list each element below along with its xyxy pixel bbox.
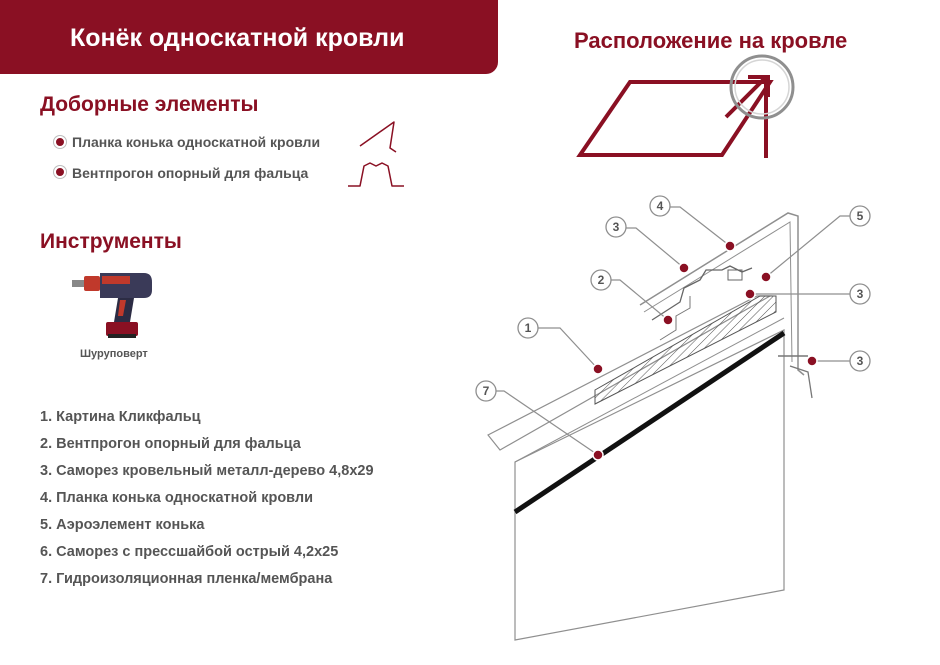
callout-3a: 3 [605,216,627,238]
additional-item-ridge-strip: Планка конька односкатной кровли [72,134,321,150]
membrane-line [513,330,786,515]
ridge-strip-profile-icon [359,121,397,153]
callout-2-label: 2 [598,273,605,287]
legend-item: 3. Саморез кровельный металл-дерево 4,8x… [40,463,374,479]
anchor-dot-3b [744,288,756,300]
legend-item: 5. Аэроэлемент конька [40,517,205,533]
anchor-dot-3a [678,262,690,274]
callout-3c-label: 3 [857,354,864,368]
magnifier-circle [729,54,795,120]
anchor-dot-3c [806,355,818,367]
tool-label-screwdriver: Шуруповерт [80,348,148,360]
hatched-purlin [594,295,777,405]
callout-4: 4 [649,195,671,217]
legend-item: 1. Картина Кликфальц [40,409,201,425]
legend-list: 1. Картина Кликфальц 2. Вентпрогон опорн… [40,408,374,597]
callout-3b-label: 3 [857,287,864,301]
vent-purlin-profile-icon [348,162,404,187]
legend-item: 6. Саморез с прессшайбой острый 4,2x25 [40,544,339,560]
legend-item: 4. Планка конька односкатной кровли [40,490,314,506]
additional-elements-title: Доборные элементы [40,93,259,116]
callout-5: 5 [849,205,871,227]
anchor-dot-5 [760,271,772,283]
location-title: Расположение на кровле [574,28,848,53]
anchor-dot-7 [592,449,604,461]
callout-4-label: 4 [657,199,664,213]
callout-3a-label: 3 [613,220,620,234]
roof-location-sketch [576,54,795,158]
additional-item-vent-purlin: Вентпрогон опорный для фальца [72,165,309,181]
callout-7-label: 7 [483,384,490,398]
ridge-strip [639,212,805,376]
callout-5-label: 5 [857,209,864,223]
wall-panel [514,329,785,641]
anchor-dot-1 [592,363,604,375]
screwdriver-drill-icon [72,273,152,338]
legend-item: 7. Гидроизоляционная пленка/мембрана [40,571,333,587]
tools-title: Инструменты [40,230,182,253]
roof-outline [576,80,774,157]
bullet-dot [54,166,66,178]
page-title: Конёк односкатной кровли [70,24,405,52]
header-bar: Конёк односкатной кровли [0,0,498,74]
callout-1: 1 [517,317,539,339]
callout-3b: 3 [849,283,871,305]
anchor-dot-2 [662,314,674,326]
anchor-dot-4 [724,240,736,252]
legend-item: 2. Вентпрогон опорный для фальца [40,436,301,452]
callout-2: 2 [590,269,612,291]
callout-1-label: 1 [525,321,532,335]
callout-7: 7 [475,380,497,402]
callout-3c: 3 [849,350,871,372]
bullet-dot [54,136,66,148]
